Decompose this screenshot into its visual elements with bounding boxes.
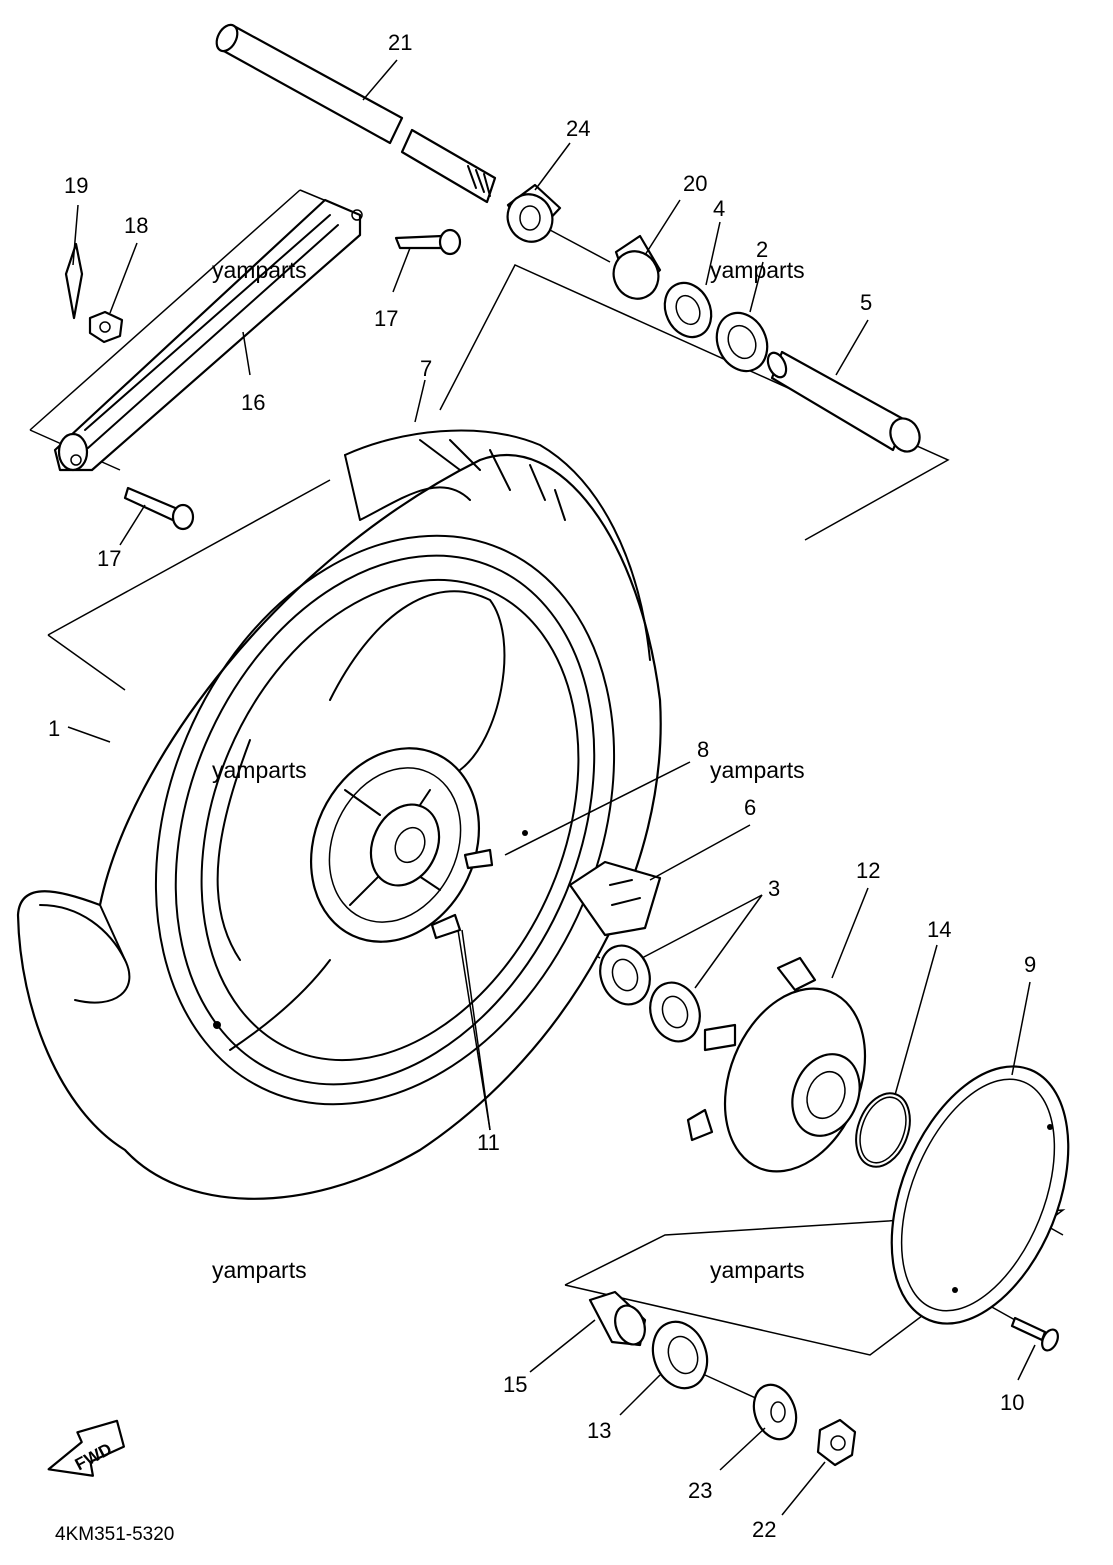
axle-part: [215, 23, 497, 204]
washer-part: [752, 1383, 798, 1441]
watermark-text: yamparts: [710, 1257, 805, 1283]
arm-part: [53, 198, 363, 472]
callout-8: 8: [697, 737, 709, 762]
callout-17-upper: 17: [374, 306, 398, 331]
watermark-text: yamparts: [710, 757, 805, 783]
bolt-part-lower: [123, 486, 195, 531]
callout-9: 9: [1024, 952, 1036, 977]
callout-21: 21: [388, 30, 412, 55]
callout-19: 19: [64, 173, 88, 198]
bolt-part-upper: [394, 228, 462, 256]
forward-direction-arrow: FWD: [47, 1419, 126, 1477]
watermarks: yamparts yamparts yamparts yamparts yamp…: [212, 257, 805, 1283]
brake-plate-part: [686, 956, 867, 1173]
bearing-part-lower: [651, 1320, 709, 1390]
callout-11: 11: [477, 1130, 500, 1155]
o-ring-part: [855, 1092, 911, 1168]
callout-23: 23: [688, 1478, 712, 1503]
callout-14: 14: [927, 917, 951, 942]
leader-lines: [67, 59, 1036, 1516]
damper-part: [568, 860, 662, 937]
callout-16: 16: [241, 390, 265, 415]
callout-20: 20: [683, 171, 707, 196]
screw-part: [1010, 1316, 1059, 1352]
nut-part: [88, 310, 124, 344]
callout-6: 6: [744, 795, 756, 820]
callout-1: 1: [48, 716, 60, 741]
callout-17-lower: 17: [97, 546, 121, 571]
callout-2: 2: [756, 237, 768, 262]
callout-3: 3: [768, 876, 780, 901]
watermark-text: yamparts: [212, 757, 307, 783]
bearing-part: [715, 311, 769, 373]
watermark-text: yamparts: [212, 1257, 307, 1283]
spacer-part: [588, 1290, 647, 1347]
callout-18: 18: [124, 213, 148, 238]
callout-5: 5: [860, 290, 872, 315]
callout-15: 15: [503, 1372, 527, 1397]
bearing-pair-part: [599, 944, 701, 1043]
collar-tube-part: [766, 350, 921, 453]
callout-10: 10: [1000, 1390, 1024, 1415]
axle-nut-part: [816, 1418, 857, 1467]
callout-4: 4: [713, 196, 725, 221]
hub-spacer-part: [612, 234, 662, 300]
watermark-text: yamparts: [710, 257, 805, 283]
cotter-pin-part: [64, 242, 84, 320]
callout-13: 13: [587, 1418, 611, 1443]
callout-24: 24: [566, 116, 590, 141]
callout-labels: 21 24 20 4 2 5 19 18 17 16 7 17 1 8 6 3 …: [48, 30, 1036, 1542]
catalog-code: 4KM351-5320: [55, 1524, 174, 1545]
callout-7: 7: [420, 356, 432, 381]
watermark-text: yamparts: [212, 257, 307, 283]
collar-part: [506, 183, 562, 243]
callout-22: 22: [752, 1517, 776, 1542]
drum-cover-part: [890, 1065, 1070, 1325]
oil-seal-part: [663, 281, 713, 339]
wheel-assembly: [16, 429, 662, 1200]
callout-12: 12: [856, 858, 880, 883]
